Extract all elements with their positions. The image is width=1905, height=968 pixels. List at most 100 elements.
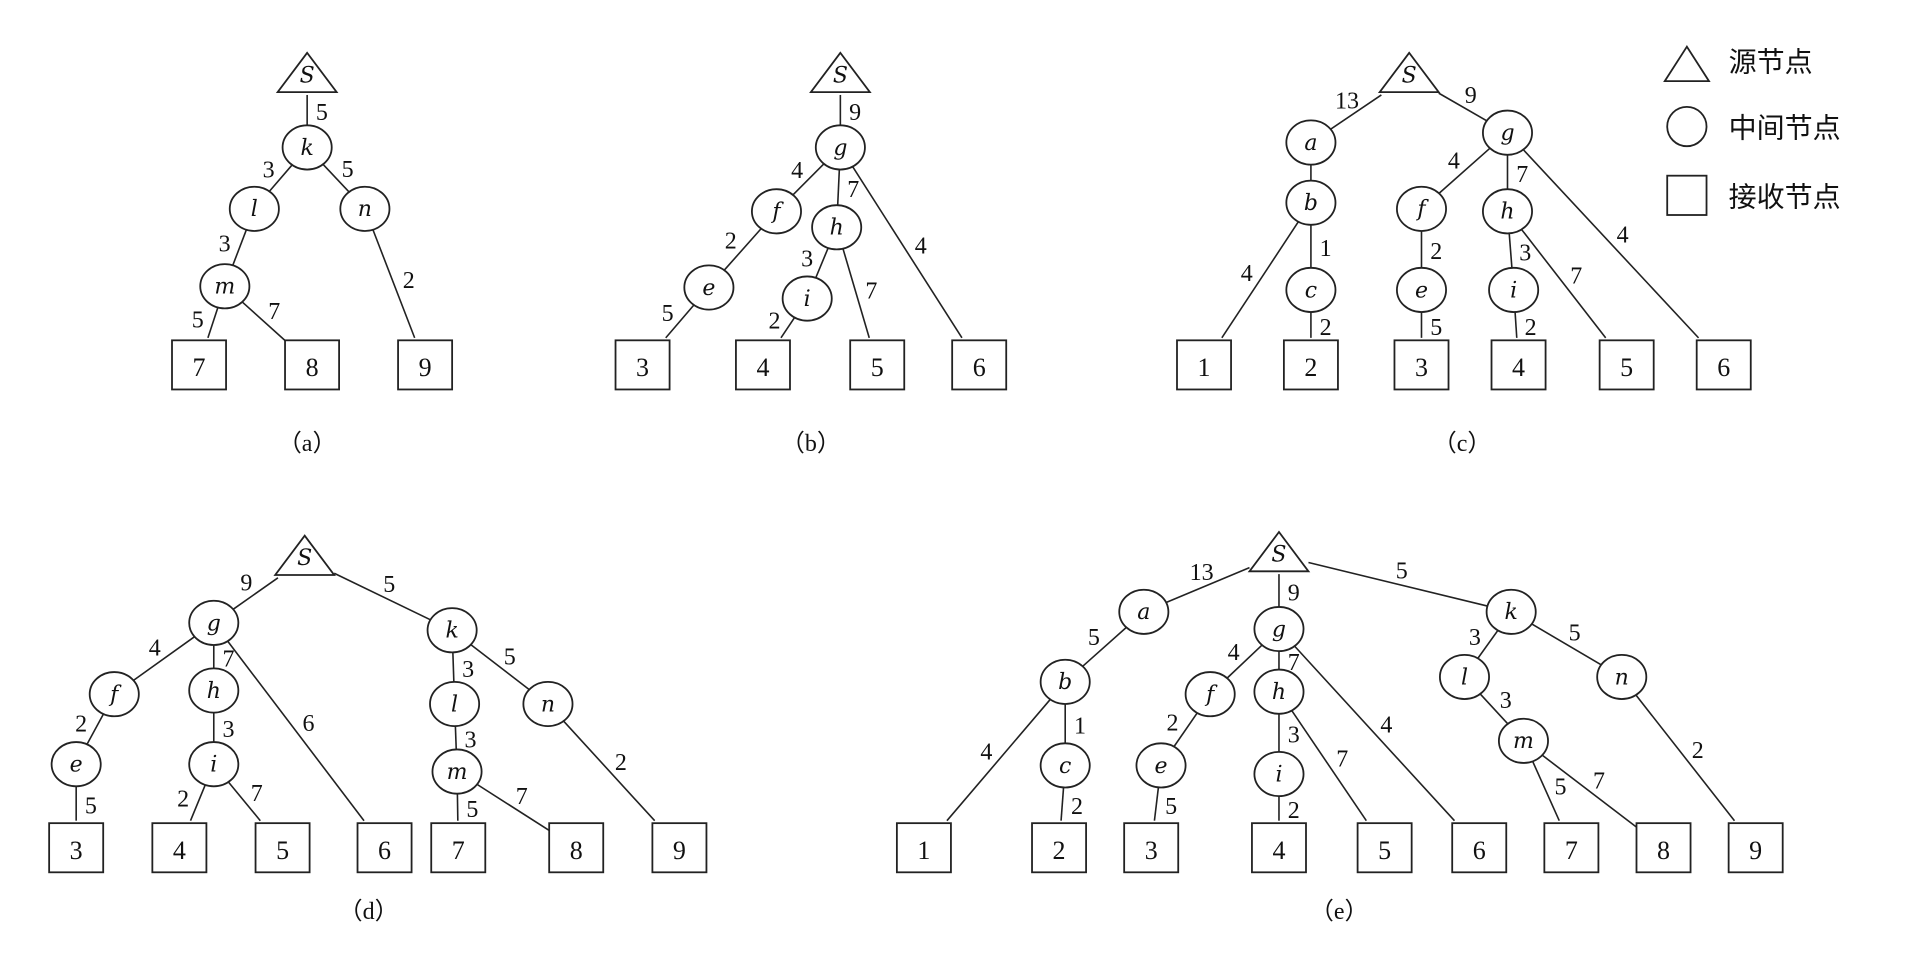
edge-weight-label: 9 bbox=[1465, 83, 1477, 109]
sink-node-9 bbox=[1727, 822, 1784, 874]
edge-weight-label: 7 bbox=[516, 784, 528, 810]
edge-weight-label: 2 bbox=[1166, 711, 1178, 737]
intermediate-node-label: l bbox=[251, 197, 258, 222]
edge-e-3 bbox=[1153, 787, 1160, 821]
sink-node-label: 7 bbox=[1565, 836, 1578, 865]
edge-weight-label: 3 bbox=[1500, 688, 1512, 714]
intermediate-node-label: g bbox=[833, 136, 847, 161]
intermediate-node-i bbox=[1253, 751, 1305, 798]
source-node-triangle bbox=[809, 51, 872, 94]
intermediate-node-e bbox=[683, 264, 735, 311]
intermediate-node-label: n bbox=[358, 197, 372, 222]
intermediate-node-i bbox=[781, 275, 833, 322]
edge-weight-label: 2 bbox=[1320, 315, 1332, 341]
panel-caption: （e） bbox=[1310, 899, 1369, 925]
edge-weight-label: 5 bbox=[504, 644, 516, 670]
sink-node-1 bbox=[895, 822, 952, 874]
edge-weight-label: 3 bbox=[1469, 625, 1481, 651]
sink-node-label: 7 bbox=[193, 353, 206, 382]
sink-node-3 bbox=[1393, 339, 1450, 391]
intermediate-node-g bbox=[814, 124, 866, 171]
edge-weight-label: 1 bbox=[1320, 236, 1332, 262]
edge-weight-label: 7 bbox=[1336, 747, 1348, 773]
intermediate-node-f bbox=[1184, 671, 1236, 718]
legend-source-label: 源节点 bbox=[1729, 45, 1813, 78]
edge-weight-label: 5 bbox=[342, 157, 354, 183]
intermediate-node-f bbox=[751, 188, 802, 235]
edge-weight-label: 13 bbox=[1335, 89, 1359, 115]
sink-node-label: 6 bbox=[378, 836, 391, 865]
intermediate-node-g bbox=[188, 599, 240, 646]
edge-S-g bbox=[1438, 92, 1488, 122]
intermediate-node-label: b bbox=[1304, 191, 1318, 216]
intermediate-node-h bbox=[811, 204, 863, 251]
edge-weight-label: 3 bbox=[465, 728, 477, 754]
sink-node-label: 3 bbox=[70, 836, 83, 865]
intermediate-node-h bbox=[1253, 668, 1305, 715]
sink-node-4 bbox=[735, 339, 791, 391]
intermediate-node-label: i bbox=[210, 753, 217, 778]
edge-weight-label: 4 bbox=[791, 158, 803, 184]
edge-m-8 bbox=[476, 783, 550, 832]
edge-n-9 bbox=[372, 229, 416, 339]
source-node-label: S bbox=[1271, 542, 1286, 567]
edge-weight-label: 2 bbox=[403, 268, 415, 294]
sink-node-label: 1 bbox=[917, 836, 930, 865]
intermediate-node-label: e bbox=[1415, 278, 1428, 303]
sink-node-label: 2 bbox=[1304, 353, 1317, 382]
edge-weight-label: 2 bbox=[1288, 798, 1300, 824]
sink-node-3 bbox=[1123, 822, 1180, 874]
intermediate-node-label: n bbox=[1615, 665, 1629, 690]
intermediate-node-label: a bbox=[1137, 600, 1150, 625]
edge-S-k bbox=[333, 572, 431, 621]
edge-g-6 bbox=[1522, 149, 1700, 339]
source-node-triangle bbox=[1247, 530, 1311, 573]
sink-node-label: 4 bbox=[1512, 353, 1525, 382]
edge-weight-label: 9 bbox=[240, 570, 252, 596]
edge-k-n bbox=[322, 163, 350, 193]
sink-node-6 bbox=[1451, 822, 1508, 874]
intermediate-node-label: h bbox=[830, 216, 844, 241]
sink-node-label: 3 bbox=[1145, 836, 1158, 865]
intermediate-node-label: n bbox=[541, 692, 555, 717]
intermediate-node-label: e bbox=[702, 276, 715, 301]
intermediate-node-label: i bbox=[1275, 762, 1282, 787]
edge-S-k bbox=[1308, 561, 1488, 607]
sink-node-label: 3 bbox=[636, 353, 649, 382]
edge-i-4 bbox=[780, 317, 796, 339]
source-node-triangle bbox=[275, 51, 339, 94]
edge-i-5 bbox=[227, 781, 261, 822]
intermediate-node-m bbox=[199, 263, 251, 310]
sink-node-6 bbox=[951, 339, 1008, 391]
intermediate-node-f bbox=[1396, 185, 1447, 232]
edge-h-5 bbox=[1291, 710, 1367, 822]
intermediate-node-l bbox=[429, 680, 481, 728]
edge-weight-label: 3 bbox=[219, 232, 231, 258]
edge-weight-label: 5 bbox=[466, 797, 478, 823]
intermediate-node-label: k bbox=[445, 619, 458, 644]
edge-weight-label: 2 bbox=[615, 750, 627, 776]
edge-weight-label: 7 bbox=[1288, 650, 1300, 676]
sink-node-label: 4 bbox=[756, 353, 769, 382]
intermediate-node-k bbox=[281, 124, 333, 171]
intermediate-node-i bbox=[1488, 266, 1540, 313]
intermediate-node-g bbox=[1482, 109, 1533, 156]
edge-h-5 bbox=[842, 248, 871, 339]
edge-n-9 bbox=[562, 720, 656, 822]
intermediate-node-label: a bbox=[1304, 131, 1317, 156]
edge-k-l bbox=[268, 164, 293, 192]
edge-weight-label: 9 bbox=[849, 100, 861, 126]
edge-weight-label: 5 bbox=[383, 572, 395, 598]
intermediate-node-label: m bbox=[447, 760, 468, 785]
sink-node-label: 9 bbox=[1749, 836, 1762, 865]
sink-node-5 bbox=[1356, 822, 1413, 874]
edge-weight-label: 7 bbox=[865, 279, 877, 305]
sink-node-label: 3 bbox=[1415, 353, 1428, 382]
edge-weight-label: 3 bbox=[1519, 240, 1531, 266]
sink-node-label: 4 bbox=[173, 836, 186, 865]
edge-c-2 bbox=[1060, 787, 1065, 821]
sink-node-label: 6 bbox=[1473, 836, 1486, 865]
